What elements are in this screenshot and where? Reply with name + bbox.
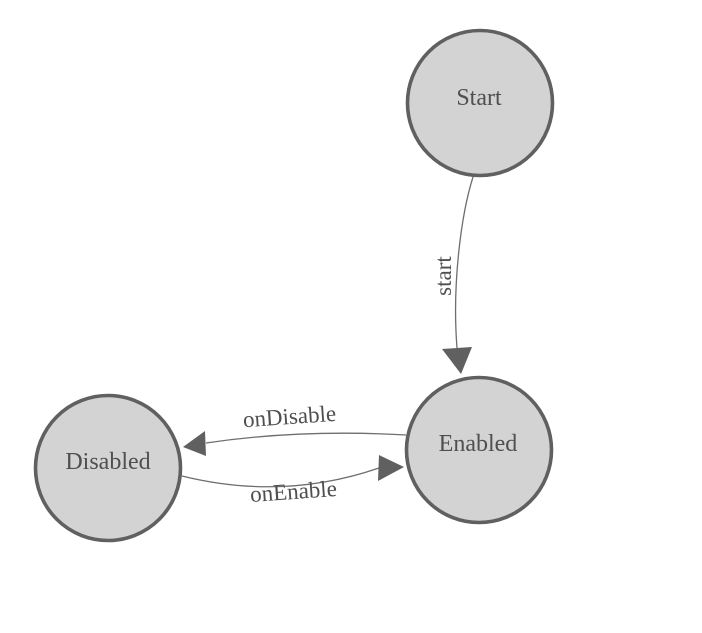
edge-label-ondisable: onDisable [242,401,337,432]
node-label-disabled: Disabled [65,449,150,475]
node-circle-start [405,28,555,178]
edge-enabled-to-disabled: onDisable [183,401,407,456]
node-label-enabled: Enabled [439,431,518,457]
arrowhead-enabled-to-disabled [183,431,206,456]
edge-label-onenable: onEnable [249,476,337,507]
node-circle-enabled [404,375,554,525]
node-disabled: Disabled [33,393,183,543]
edge-path-ondisable [205,432,407,444]
edge-path-onenable [181,467,380,488]
arrowhead-start-to-enabled [442,347,472,374]
arrowhead-disabled-to-enabled [378,455,404,481]
node-label-start: Start [456,85,502,111]
node-start: Start [405,28,555,178]
edge-path-start [454,176,474,349]
node-enabled: Enabled [404,375,554,525]
edge-start-to-enabled: start [431,176,474,374]
edge-disabled-to-enabled: onEnable [181,455,404,507]
edge-label-start: start [431,256,456,296]
node-circle-disabled [33,393,183,543]
